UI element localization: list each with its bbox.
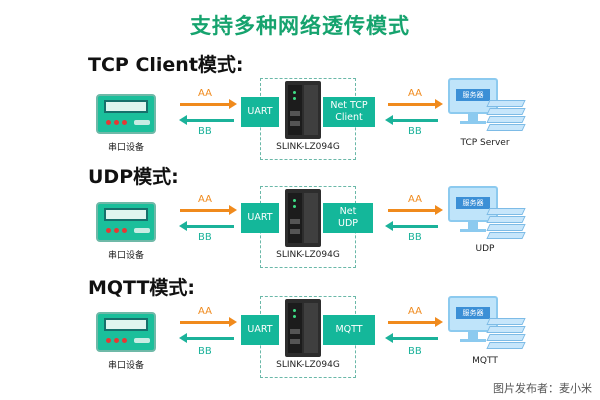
back-label: BB bbox=[198, 232, 212, 243]
serial-device-label: 串口设备 bbox=[107, 251, 144, 261]
server-tag: 服务器 bbox=[456, 197, 490, 209]
back-arrow-icon bbox=[179, 115, 234, 125]
mode-title-mqtt: MQTT模式: bbox=[88, 277, 196, 299]
server-forward-arrow-icon bbox=[388, 317, 443, 327]
server-label: TCP Server bbox=[460, 138, 510, 148]
mode-title-tcp-client: TCP Client模式: bbox=[88, 54, 244, 76]
server-icon: 服务器 bbox=[448, 296, 528, 356]
uart-tag: UART bbox=[241, 97, 279, 127]
uart-tag: UART bbox=[241, 203, 279, 233]
server-back-label: BB bbox=[408, 346, 422, 357]
gateway-label: SLINK-LZ094G bbox=[276, 360, 340, 370]
mode-title-udp: UDP模式: bbox=[88, 166, 179, 188]
server-label: MQTT bbox=[472, 356, 498, 366]
forward-arrow-icon bbox=[180, 205, 237, 215]
gateway-device-icon bbox=[285, 189, 321, 247]
net-tag: Net UDP bbox=[323, 203, 373, 233]
gateway-device-icon bbox=[285, 299, 321, 357]
serial-device-icon bbox=[96, 312, 156, 354]
server-forward-label: AA bbox=[408, 306, 422, 317]
server-tag: 服务器 bbox=[456, 307, 490, 319]
server-forward-arrow-icon bbox=[388, 205, 443, 215]
serial-device-icon bbox=[96, 202, 156, 244]
server-back-arrow-icon bbox=[385, 115, 438, 125]
net-tag: Net TCP Client bbox=[323, 97, 375, 127]
page-title: 支持多种网络透传模式 bbox=[190, 14, 410, 38]
back-arrow-icon bbox=[179, 333, 234, 343]
server-forward-arrow-icon bbox=[388, 99, 443, 109]
uart-tag: UART bbox=[241, 315, 279, 345]
back-arrow-icon bbox=[179, 221, 234, 231]
server-forward-label: AA bbox=[408, 88, 422, 99]
server-label: UDP bbox=[475, 244, 495, 254]
forward-label: AA bbox=[198, 88, 212, 99]
forward-arrow-icon bbox=[180, 99, 237, 109]
serial-device-label: 串口设备 bbox=[107, 143, 144, 153]
gateway-device-icon bbox=[285, 81, 321, 139]
server-back-label: BB bbox=[408, 232, 422, 243]
server-icon: 服务器 bbox=[448, 78, 528, 138]
forward-arrow-icon bbox=[180, 317, 237, 327]
back-label: BB bbox=[198, 346, 212, 357]
publisher-credit: 图片发布者：麦小米 bbox=[493, 382, 592, 395]
server-icon: 服务器 bbox=[448, 186, 528, 246]
section-tcp-client: 串口设备 AA BB UART Net TCP Client SLINK-LZ0… bbox=[0, 76, 600, 176]
server-forward-label: AA bbox=[408, 194, 422, 205]
back-label: BB bbox=[198, 126, 212, 137]
server-back-arrow-icon bbox=[385, 333, 438, 343]
section-udp: 串口设备 AA BB UART Net UDP SLINK-LZ094G AA … bbox=[0, 184, 600, 284]
forward-label: AA bbox=[198, 306, 212, 317]
gateway-label: SLINK-LZ094G bbox=[276, 142, 340, 152]
net-tag: MQTT bbox=[323, 315, 375, 345]
server-tag: 服务器 bbox=[456, 89, 490, 101]
section-mqtt: 串口设备 AA BB UART MQTT SLINK-LZ094G AA BB … bbox=[0, 294, 600, 394]
serial-device-icon bbox=[96, 94, 156, 136]
forward-label: AA bbox=[198, 194, 212, 205]
serial-device-label: 串口设备 bbox=[107, 361, 144, 371]
server-back-label: BB bbox=[408, 126, 422, 137]
gateway-label: SLINK-LZ094G bbox=[276, 250, 340, 260]
server-back-arrow-icon bbox=[385, 221, 438, 231]
